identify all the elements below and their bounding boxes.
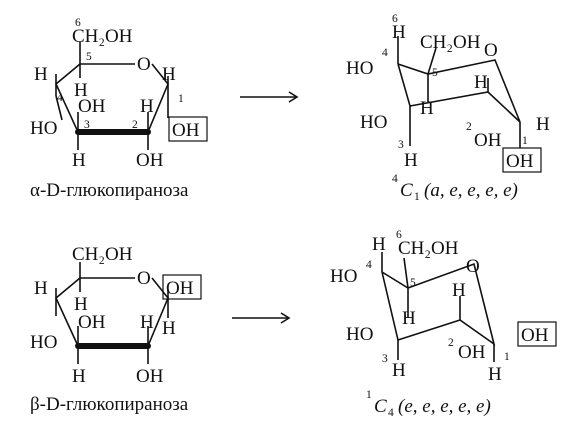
letter: C [374, 396, 387, 417]
ring-oxygen: O [137, 268, 151, 289]
ho-c4: HO [30, 118, 57, 139]
label-c1: 1 [522, 135, 528, 147]
superscript: 4 [392, 173, 398, 185]
label-c2: 2 [466, 121, 472, 133]
h-c5: H [420, 98, 434, 119]
beta-haworth-structure: CH₂OH O OH H H OH H H HO H OH [30, 244, 202, 387]
label-c2: 2 [448, 337, 454, 349]
h-c5: H [74, 80, 88, 101]
h-c2: H [140, 96, 154, 117]
ch2oh-group: CH₂OH [398, 238, 459, 259]
chair-ring [397, 59, 521, 123]
h-c3: H [72, 366, 86, 387]
ch2oh-group: CH₂OH [420, 32, 481, 53]
ring-oxygen: O [466, 256, 480, 277]
ho-c4: HO [346, 58, 373, 79]
oh-c2: OH [458, 342, 486, 363]
label-c2: 2 [132, 119, 138, 131]
label-c1: 1 [178, 93, 184, 105]
label-c6: 6 [392, 13, 398, 25]
label-c4: 4 [366, 259, 372, 271]
ho-c3: HO [360, 112, 387, 133]
h-c6: H [392, 22, 406, 43]
label-c3: 3 [398, 139, 404, 151]
label-c5: 5 [432, 67, 438, 79]
oh-c2: OH [474, 130, 502, 151]
ho-c4: HO [30, 332, 57, 353]
highlight-box-oh1 [517, 321, 557, 347]
h-c2: H [452, 280, 466, 301]
h-c1: H [162, 64, 176, 85]
subscript: 1 [414, 191, 420, 203]
ho-c3: HO [346, 324, 373, 345]
ho-c4: HO [330, 266, 357, 287]
positions: (a, e, e, e, e) [424, 180, 518, 201]
arrow-top [240, 91, 299, 103]
h-c5: H [74, 294, 88, 315]
label-c5: 5 [410, 277, 416, 289]
chair-4c1-structure: 6 H 4 CH₂OH O HO 5 H H HO 2 H OH 3 1 H O… [346, 13, 550, 173]
h-c5: H [402, 308, 416, 329]
letter: C [400, 180, 413, 201]
alpha-haworth-structure: 6 CH₂OH 5 O H H H 1 4 OH H 3 2 HO OH H O… [30, 17, 208, 171]
h-c4: H [34, 278, 48, 299]
label-c4: 4 [382, 47, 388, 59]
h-c4: H [34, 64, 48, 85]
h-c3: H [404, 150, 418, 171]
h-c1: H [162, 318, 176, 339]
positions: (e, e, e, e, e) [398, 396, 491, 417]
superscript: 1 [366, 389, 372, 401]
h-c2: H [474, 72, 488, 93]
oh-c2: OH [136, 366, 164, 387]
label-c6: 6 [396, 229, 402, 241]
oh-c1-boxed: OH [166, 278, 194, 299]
alpha-caption: α-D-глюкопираноза [30, 180, 189, 201]
h-c3: H [392, 360, 406, 381]
label-c6: 6 [75, 17, 81, 29]
oh-c1-boxed: OH [506, 151, 534, 172]
oh-c3: OH [78, 96, 106, 117]
ring-oxygen: O [137, 54, 151, 75]
arrow-bottom [232, 312, 291, 324]
label-c3: 3 [84, 119, 90, 131]
oh-c3: OH [78, 312, 106, 333]
beta-caption: β-D-глюкопираноза [30, 394, 189, 415]
h-c1: H [536, 114, 550, 135]
label-c1: 1 [504, 351, 510, 363]
h-c1: H [488, 364, 502, 385]
conformation-label-1c4: 1 C 4 (e, e, e, e, e) [366, 389, 491, 419]
ring-oxygen: O [484, 40, 498, 61]
label-c5: 5 [86, 51, 92, 63]
highlight-box-oh1 [168, 116, 208, 142]
oh-c1-boxed: OH [172, 120, 200, 141]
highlight-box-oh1 [162, 274, 202, 300]
h-c6: H [372, 234, 386, 255]
highlight-box-oh1 [502, 147, 542, 173]
label-c3: 3 [382, 353, 388, 365]
ch2oh-group: CH₂OH [72, 244, 133, 265]
conformation-label-4c1: 4 C 1 (a, e, e, e, e) [392, 173, 518, 203]
h-c3: H [72, 150, 86, 171]
label-c4: 4 [57, 92, 63, 104]
oh-c2: OH [136, 150, 164, 171]
oh-c1-boxed: OH [521, 325, 549, 346]
h-c2: H [140, 312, 154, 333]
subscript: 4 [388, 407, 394, 419]
chair-1c4-structure: 6 H CH₂OH 4 O HO 5 H H HO 2 OH OH 3 1 H … [330, 229, 557, 385]
ch2oh-group: CH₂OH [72, 26, 133, 47]
